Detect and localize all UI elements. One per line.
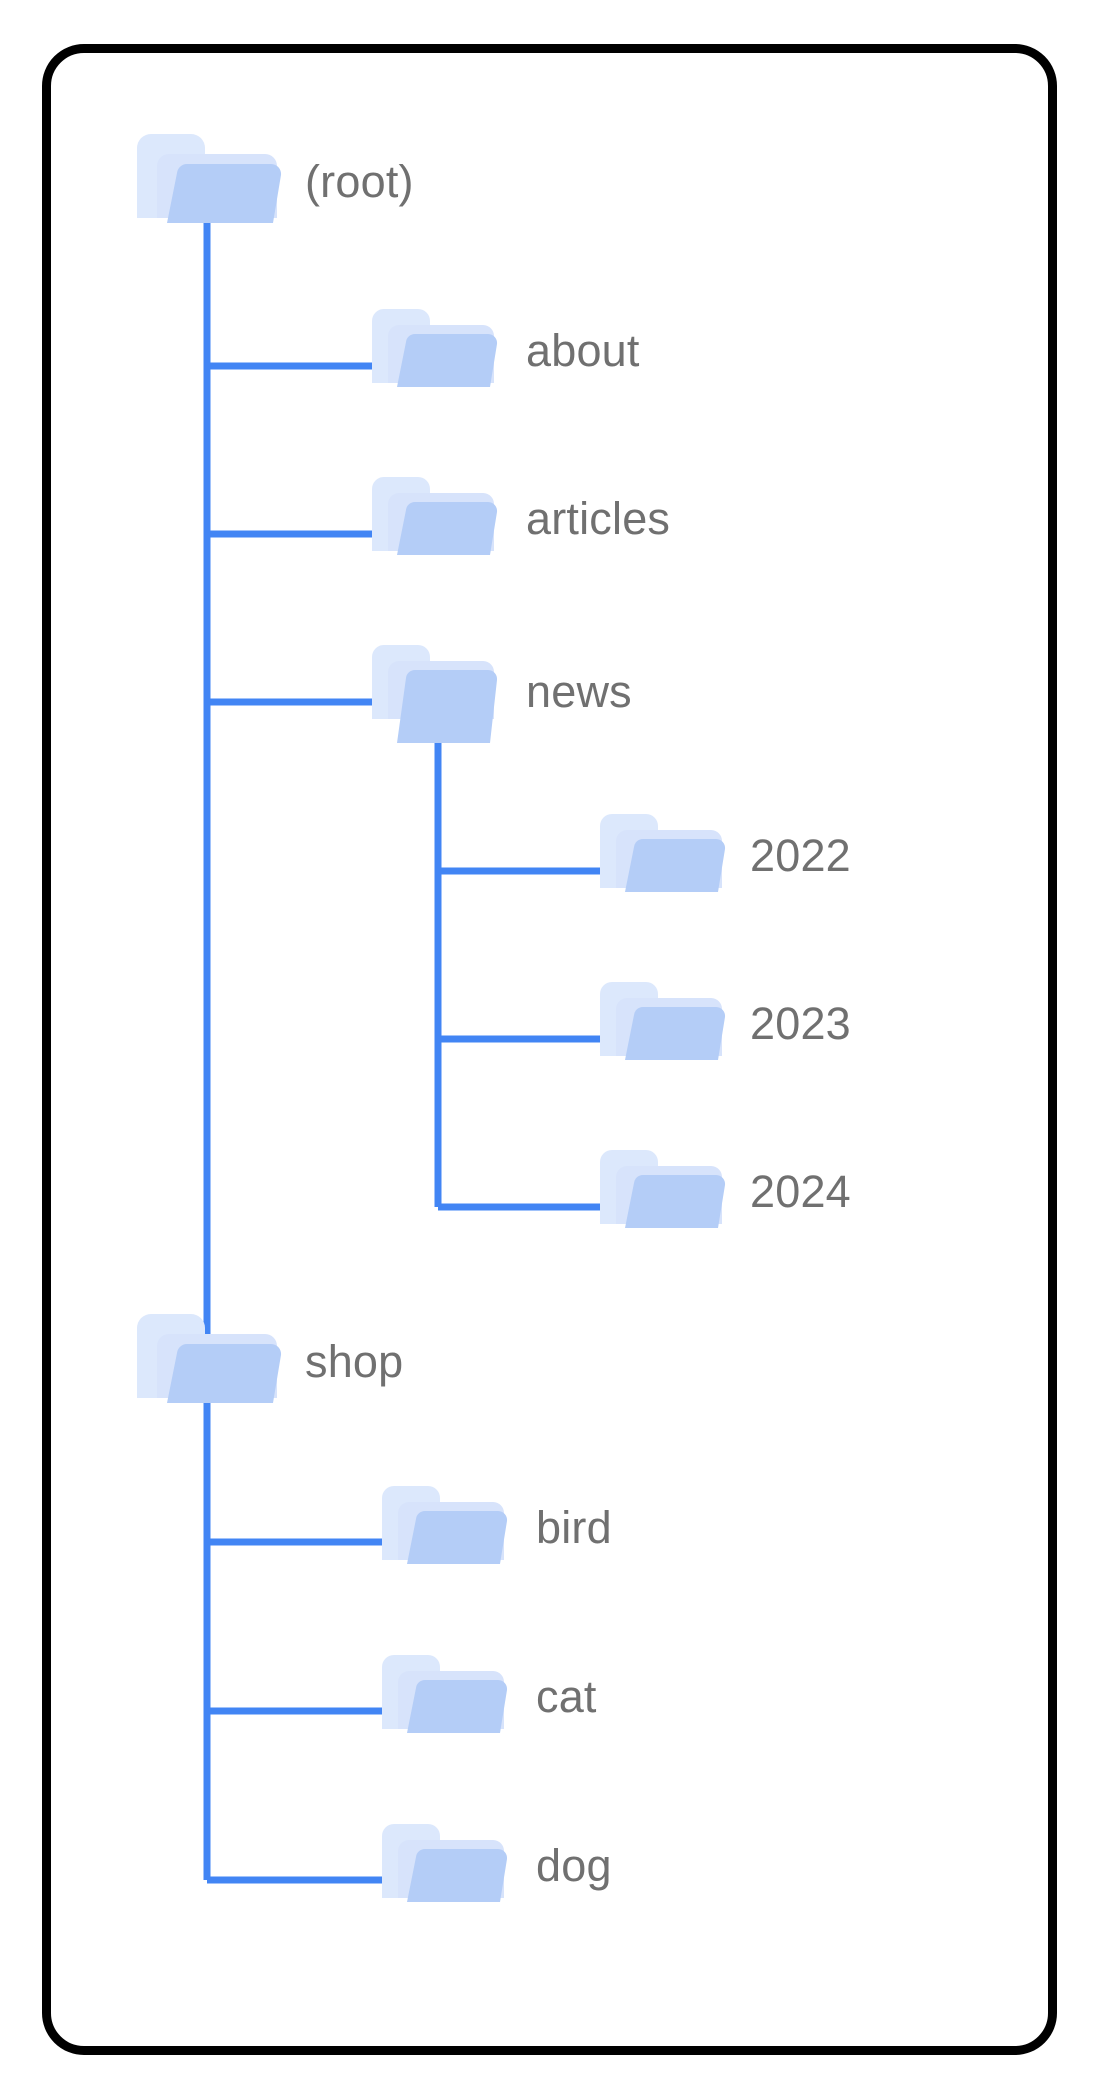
folder-icon	[135, 1308, 285, 1416]
tree-node-articles[interactable]: articles	[370, 471, 670, 566]
diagram-frame	[42, 44, 1057, 2055]
folder-icon	[370, 639, 500, 744]
tree-node-label: about	[526, 324, 640, 376]
tree-node-dog[interactable]: dog	[380, 1818, 612, 1913]
tree-node-shop[interactable]: shop	[135, 1308, 403, 1416]
tree-node-label: news	[526, 665, 632, 717]
folder-icon	[380, 1480, 510, 1575]
folder-icon	[380, 1649, 510, 1744]
folder-icon	[380, 1818, 510, 1913]
tree-node-about[interactable]: about	[370, 303, 640, 398]
folder-icon	[598, 808, 728, 903]
tree-node-2022[interactable]: 2022	[598, 808, 851, 903]
tree-node-label: bird	[536, 1501, 612, 1553]
folder-icon	[370, 303, 500, 398]
folder-icon	[370, 471, 500, 566]
tree-node-label: cat	[536, 1670, 597, 1722]
tree-node-label: 2022	[750, 829, 851, 881]
tree-node-label: (root)	[305, 156, 414, 207]
folder-icon	[598, 976, 728, 1071]
tree-node-label: articles	[526, 492, 671, 544]
tree-node-label: 2024	[750, 1165, 851, 1217]
tree-node-news[interactable]: news	[370, 639, 632, 744]
tree-node-label: shop	[305, 1336, 404, 1387]
folder-icon	[135, 128, 285, 236]
tree-node-cat[interactable]: cat	[380, 1649, 597, 1744]
tree-node-2023[interactable]: 2023	[598, 976, 851, 1071]
tree-node-root[interactable]: (root)	[135, 128, 414, 236]
tree-node-bird[interactable]: bird	[380, 1480, 612, 1575]
tree-node-label: dog	[536, 1839, 612, 1891]
tree-node-label: 2023	[750, 997, 851, 1049]
tree-node-2024[interactable]: 2024	[598, 1144, 851, 1239]
folder-icon	[598, 1144, 728, 1239]
